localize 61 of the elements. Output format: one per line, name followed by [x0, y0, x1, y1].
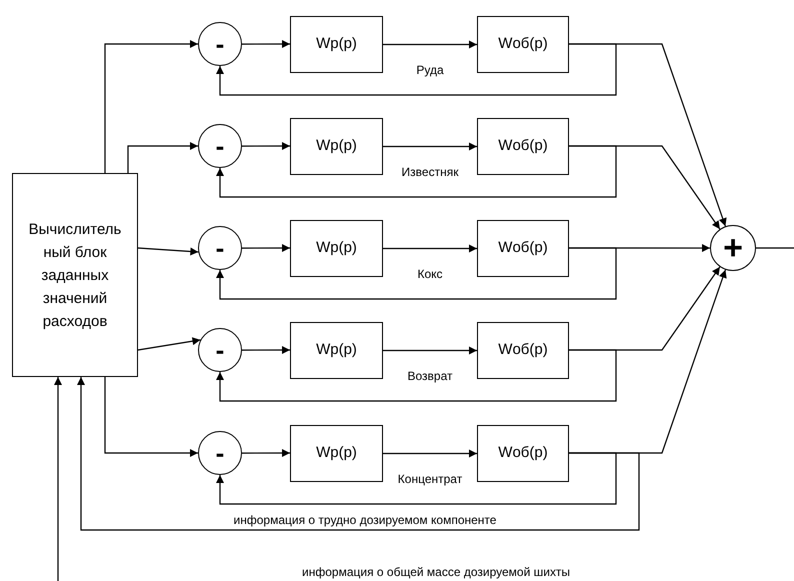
edge-label: Кокс: [417, 266, 443, 282]
minus-sign: -: [216, 31, 224, 57]
arrow: [383, 346, 477, 354]
arrow: [383, 450, 477, 458]
block-label: Wp(p): [316, 238, 357, 258]
arrow: [104, 40, 198, 173]
edge-label: информация о трудно дозируемом компоненте: [234, 512, 496, 528]
block-label: Wоб(p): [498, 340, 548, 360]
arrow: [216, 43, 617, 96]
arrow: [242, 449, 290, 458]
note-text: информация о общей массе дозируемой шихты: [302, 564, 570, 580]
block-label: Wp(p): [316, 34, 357, 54]
minus-sign: -: [216, 337, 224, 363]
edge-label: Известняк: [402, 164, 458, 180]
arrow: [383, 142, 477, 150]
arrow: [569, 266, 720, 351]
block-label: Wоб(p): [498, 443, 548, 464]
edge-label: Руда: [416, 62, 444, 78]
controller-box: [290, 322, 383, 379]
edge-label: Концентрат: [398, 471, 462, 487]
arrow: [138, 337, 201, 351]
plant-box: [477, 220, 569, 277]
arrow: [104, 377, 198, 457]
arrow: [77, 377, 640, 531]
minus-sign: -: [216, 440, 224, 466]
controller-box: [290, 425, 383, 482]
plant-box: [477, 322, 569, 379]
block-label: Wоб(p): [498, 136, 548, 156]
arrow: [54, 377, 62, 581]
plant-box: [477, 118, 569, 175]
edge-label: Возврат: [408, 368, 452, 384]
arrow: [127, 142, 198, 173]
block-label: Wоб(p): [498, 34, 548, 54]
minus-sign: -: [216, 235, 224, 261]
block-label: Wоб(p): [498, 238, 548, 258]
block-label: Wp(p): [316, 443, 357, 464]
controller-box: [290, 118, 383, 175]
block-label: Вычислитель ный блок заданных значений расходов: [28, 220, 122, 332]
block-label: Wp(p): [316, 136, 357, 156]
arrow: [242, 142, 290, 150]
arrow: [242, 40, 290, 48]
arrow: [216, 145, 617, 198]
controller-box: [290, 16, 383, 73]
plant-box: [477, 425, 569, 482]
arrow: [569, 43, 727, 226]
arrow: [569, 244, 710, 252]
controller-box: [290, 220, 383, 277]
arrow: [216, 452, 617, 505]
block-label: Wp(p): [316, 340, 357, 360]
arrow: [242, 244, 290, 252]
arrow: [216, 349, 617, 402]
arrow: [216, 247, 617, 300]
plus-sign: +: [723, 231, 743, 265]
arrow: [569, 145, 720, 230]
arrow: [383, 40, 477, 48]
plant-box: [477, 16, 569, 73]
arrow: [383, 244, 477, 252]
arrow: [242, 346, 290, 354]
minus-sign: -: [216, 133, 224, 159]
arrow: [138, 247, 198, 256]
computing-block: [12, 173, 138, 377]
